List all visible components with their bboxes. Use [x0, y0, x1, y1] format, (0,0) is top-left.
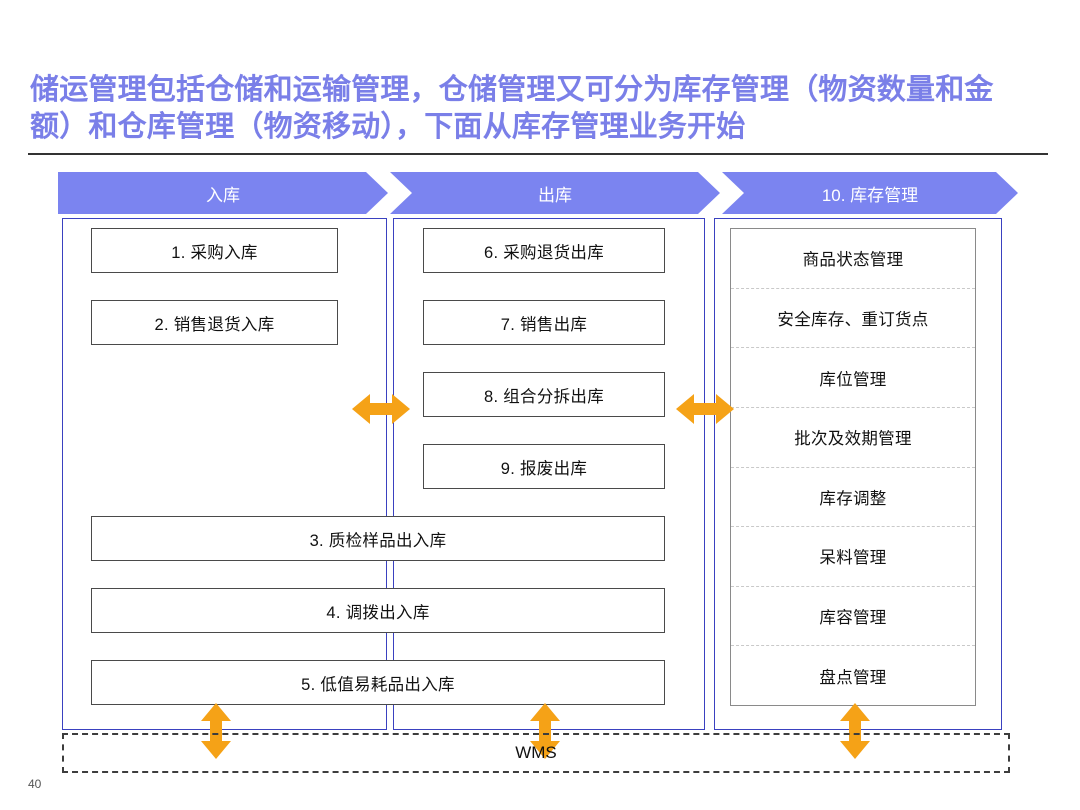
process-box-sales-return-inbound[interactable]: 2. 销售退货入库 — [91, 300, 338, 345]
header-chevron-inbound[interactable]: 入库 — [58, 172, 388, 214]
header-chevron-inventory-label: 10. 库存管理 — [821, 185, 919, 205]
header-chevron-outbound-label: 出库 — [538, 185, 572, 205]
list-item[interactable]: 批次及效期管理 — [731, 408, 975, 468]
process-box-qc-sample-inout[interactable]: 3. 质检样品出入库 — [91, 516, 665, 561]
wms-label: WMS — [515, 743, 557, 762]
list-item[interactable]: 盘点管理 — [819, 668, 887, 687]
list-item[interactable]: 库存调整 — [731, 468, 975, 528]
header-chevron-outbound[interactable]: 出库 — [390, 172, 720, 214]
process-box-sales-outbound[interactable]: 7. 销售出库 — [423, 300, 665, 345]
header-chevron-inbound-label: 入库 — [206, 185, 240, 205]
list-item[interactable]: 库容管理 — [731, 587, 975, 647]
panel-inbound — [62, 218, 387, 730]
process-box-assembly-split-outbound[interactable]: 8. 组合分拆出库 — [423, 372, 665, 417]
page-number: 40 — [28, 777, 42, 791]
inventory-management-list: 商品状态管理 安全库存、重订货点 库位管理 批次及效期管理 库存调整 呆料管理 … — [730, 228, 976, 706]
title-divider — [28, 153, 1048, 155]
process-box-consumable-inout[interactable]: 5. 低值易耗品出入库 — [91, 660, 665, 705]
wms-band: WMS — [62, 733, 1010, 773]
list-item[interactable]: 商品状态管理 — [731, 229, 975, 289]
page-title: 储运管理包括仓储和运输管理，仓储管理又可分为库存管理（物资数量和金额）和仓库管理… — [30, 74, 994, 144]
process-box-purchase-inbound[interactable]: 1. 采购入库 — [91, 228, 338, 273]
header-chevron-inventory[interactable]: 10. 库存管理 — [722, 172, 1018, 214]
process-box-scrap-outbound[interactable]: 9. 报废出库 — [423, 444, 665, 489]
process-box-purchase-return-outbound[interactable]: 6. 采购退货出库 — [423, 228, 665, 273]
list-item[interactable]: 安全库存、重订货点 — [731, 289, 975, 349]
list-item[interactable]: 库位管理 — [731, 348, 975, 408]
list-item[interactable]: 呆料管理 — [731, 527, 975, 587]
process-box-transfer-inout[interactable]: 4. 调拨出入库 — [91, 588, 665, 633]
